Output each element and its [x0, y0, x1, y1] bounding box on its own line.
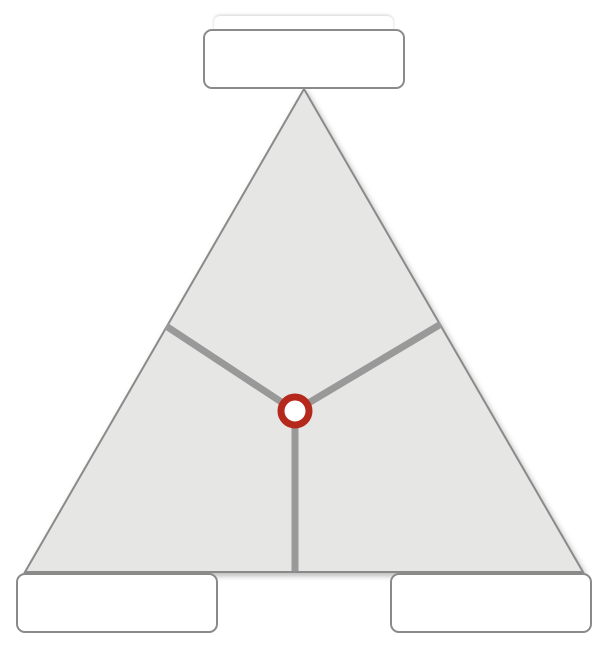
triangle-shape — [23, 87, 585, 573]
divider-line-right — [293, 320, 443, 415]
center-ring — [277, 393, 313, 429]
divider-line-left — [164, 323, 297, 414]
label-box-bottom-left — [16, 573, 218, 633]
label-box-top — [203, 29, 405, 89]
label-box-bottom-right — [390, 573, 592, 633]
top-box-tab — [214, 16, 393, 30]
